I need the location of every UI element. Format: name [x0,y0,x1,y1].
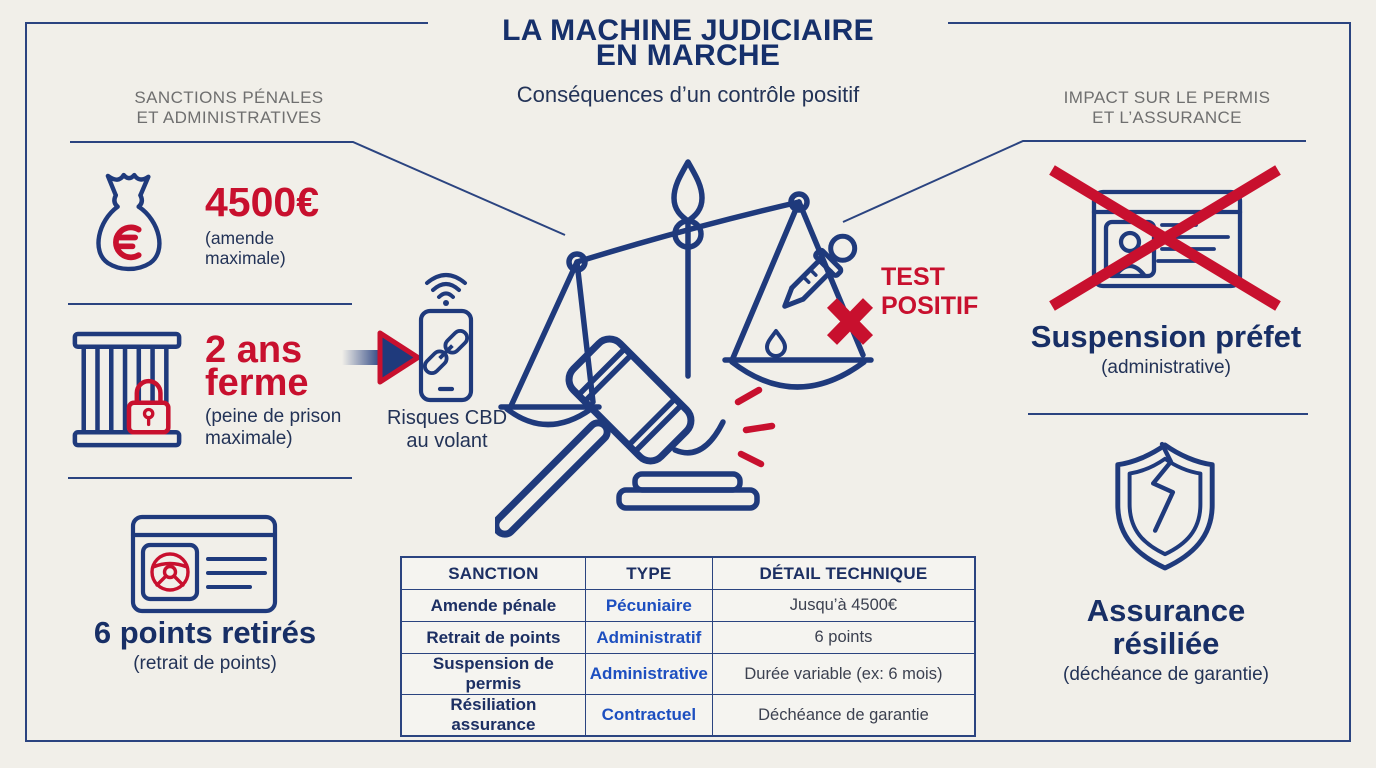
dropper-icon [782,233,858,309]
gavel-icon [495,335,695,538]
prison-note-line1: (peine de prison [205,406,342,427]
drop-icon [765,329,787,358]
insurance-headline-line2: résiliée [1112,626,1220,661]
row1-type: Pécuniaire [584,589,713,622]
phone-caption-line2: au volant [406,430,488,452]
prison-term-line2: ferme [205,362,309,404]
main-title-line1: LA MACHINE JUDICIAIRE [502,14,874,47]
row4-sanction: Résiliation assurance [400,694,586,737]
table-header-sanction: SANCTION [400,556,586,590]
right-section-header: IMPACT SUR LE PERMIS ET L’ASSURANCE [1030,88,1304,128]
left-header-line1: SANCTIONS PÉNALES [134,88,324,107]
fine-note-line2: maximale) [205,248,286,268]
row2-detail: 6 points [711,621,976,654]
insurance-headline-line1: Assurance [1086,593,1246,628]
table-row: Résiliation assurance Contractuel Déchéa… [400,694,976,737]
steering-wheel-icon [150,552,190,592]
money-bag-icon [96,172,162,272]
table-header-detail: DÉTAIL TECHNIQUE [711,556,976,590]
fine-note-line1: (amende [205,228,275,248]
test-result-label: TEST POSITIF [881,263,978,321]
right-header-line2: ET L’ASSURANCE [1092,108,1242,127]
padlock-icon [126,378,171,435]
table-row: Retrait de points Administratif 6 points [400,621,976,654]
points-note: (retrait de points) [133,653,277,674]
phone-caption-line1: Risques CBD [386,407,508,429]
points-headline: 6 points retirés [93,615,317,650]
red-x-icon [1049,165,1281,311]
suspension-note: (administrative) [1101,357,1231,378]
row4-type: Contractuel [584,694,713,737]
row2-sanction: Retrait de points [400,621,586,654]
fine-item: 4500€ (amende maximale) [205,179,320,269]
left-section-header: SANCTIONS PÉNALES ET ADMINISTRATIVES [94,88,364,128]
row2-type: Administratif [584,621,713,654]
row3-sanction: Suspension de permis [400,653,586,695]
broken-shield-icon [1115,441,1215,571]
prison-item: 2 ans ferme (peine de prison maximale) [205,329,342,450]
table-row: Amende pénale Pécuniaire Jusqu’à 4500€ [400,589,976,622]
suspension-headline: Suspension préfet [1030,319,1302,354]
smartphone-icon [418,273,474,403]
left-header-line2: ET ADMINISTRATIVES [136,108,322,127]
title-block: LA MACHINE JUDICIAIRE EN MARCHE Conséque… [428,12,948,112]
fine-amount: 4500€ [205,179,320,225]
crossed-license-icon [1049,165,1281,311]
right-header-line1: IMPACT SUR LE PERMIS [1063,88,1271,107]
table-header-row: SANCTION TYPE DÉTAIL TECHNIQUE [400,556,976,590]
prison-note-line2: maximale) [205,428,293,449]
suspension-item: Suspension préfet (administrative) [1018,320,1314,379]
red-cross-icon [826,298,874,345]
insurance-note: (déchéance de garantie) [1063,664,1269,685]
table-row: Suspension de permis Administrative Duré… [400,653,976,695]
sanctions-table: SANCTION TYPE DÉTAIL TECHNIQUE Amende pé… [400,556,976,737]
main-title-line2: EN MARCHE [595,39,781,72]
test-result-line2: POSITIF [881,292,979,320]
license-card-icon [130,514,278,614]
row1-sanction: Amende pénale [400,589,586,622]
euro-icon [113,224,142,261]
arrow-right-icon [342,330,421,385]
wifi-icon [425,273,467,306]
insurance-item: Assurance résiliée (déchéance de garanti… [1035,594,1297,686]
phone-caption: Risques CBD au volant [383,407,511,453]
test-result-line1: TEST [881,263,945,291]
subtitle: Conséquences d’un contrôle positif [516,82,860,107]
row3-detail: Durée variable (ex: 6 mois) [711,653,976,695]
impact-lines-icon [734,386,776,468]
chain-link-icon [422,328,470,376]
row1-detail: Jusqu’à 4500€ [711,589,976,622]
table-header-type: TYPE [584,556,713,590]
scales-of-justice-icon [495,159,874,538]
prison-bars-icon [72,331,182,448]
prison-term-line1: 2 ans [205,329,303,371]
row4-detail: Déchéance de garantie [711,694,976,737]
points-item: 6 points retirés (retrait de points) [72,616,338,675]
row3-type: Administrative [584,653,713,695]
